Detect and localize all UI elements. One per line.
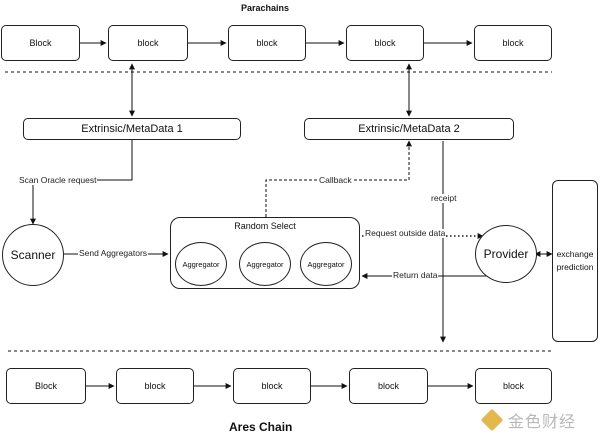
exchange-prediction-box: exchange prediction (552, 180, 598, 342)
receipt-label: receipt (430, 193, 458, 203)
bottom-block-2: block (116, 368, 194, 404)
top-block-1: Block (1, 25, 80, 61)
send-aggregators-label: Send Aggregators (78, 248, 149, 258)
request-outside-data-label: Request outside data (364, 228, 447, 238)
callback-label: Callback (318, 175, 353, 185)
aggregator-2: Aggregator (239, 242, 291, 286)
bottom-block-3: block (233, 368, 311, 404)
bottom-block-5: block (475, 368, 552, 404)
scanner-node: Scanner (2, 224, 64, 286)
watermark-text: 金色财经 (508, 414, 577, 431)
aggregator-1: Aggregator (175, 242, 227, 286)
ares-chain-title: Ares Chain (229, 420, 293, 434)
scan-oracle-request-label: Scan Oracle request (18, 175, 98, 185)
top-block-2: block (108, 25, 188, 61)
top-block-3: block (228, 25, 306, 61)
watermark: 金色财经 (480, 408, 577, 432)
parachains-title: Parachains (240, 3, 290, 13)
bottom-block-1: Block (6, 368, 86, 404)
extrinsic-metadata-1: Extrinsic/MetaData 1 (23, 118, 241, 140)
provider-node: Provider (475, 225, 537, 283)
exchange-label: exchange (556, 249, 594, 260)
aggregator-3: Aggregator (300, 242, 352, 286)
extrinsic-metadata-2: Extrinsic/MetaData 2 (304, 118, 514, 140)
top-block-5: block (474, 25, 552, 61)
bottom-block-4: block (349, 368, 428, 404)
prediction-label: prediction (556, 262, 594, 272)
return-data-label: Return data (392, 270, 439, 280)
watermark-logo-icon (480, 408, 504, 432)
top-block-4: block (346, 25, 424, 61)
random-select-title: Random Select (234, 221, 296, 231)
